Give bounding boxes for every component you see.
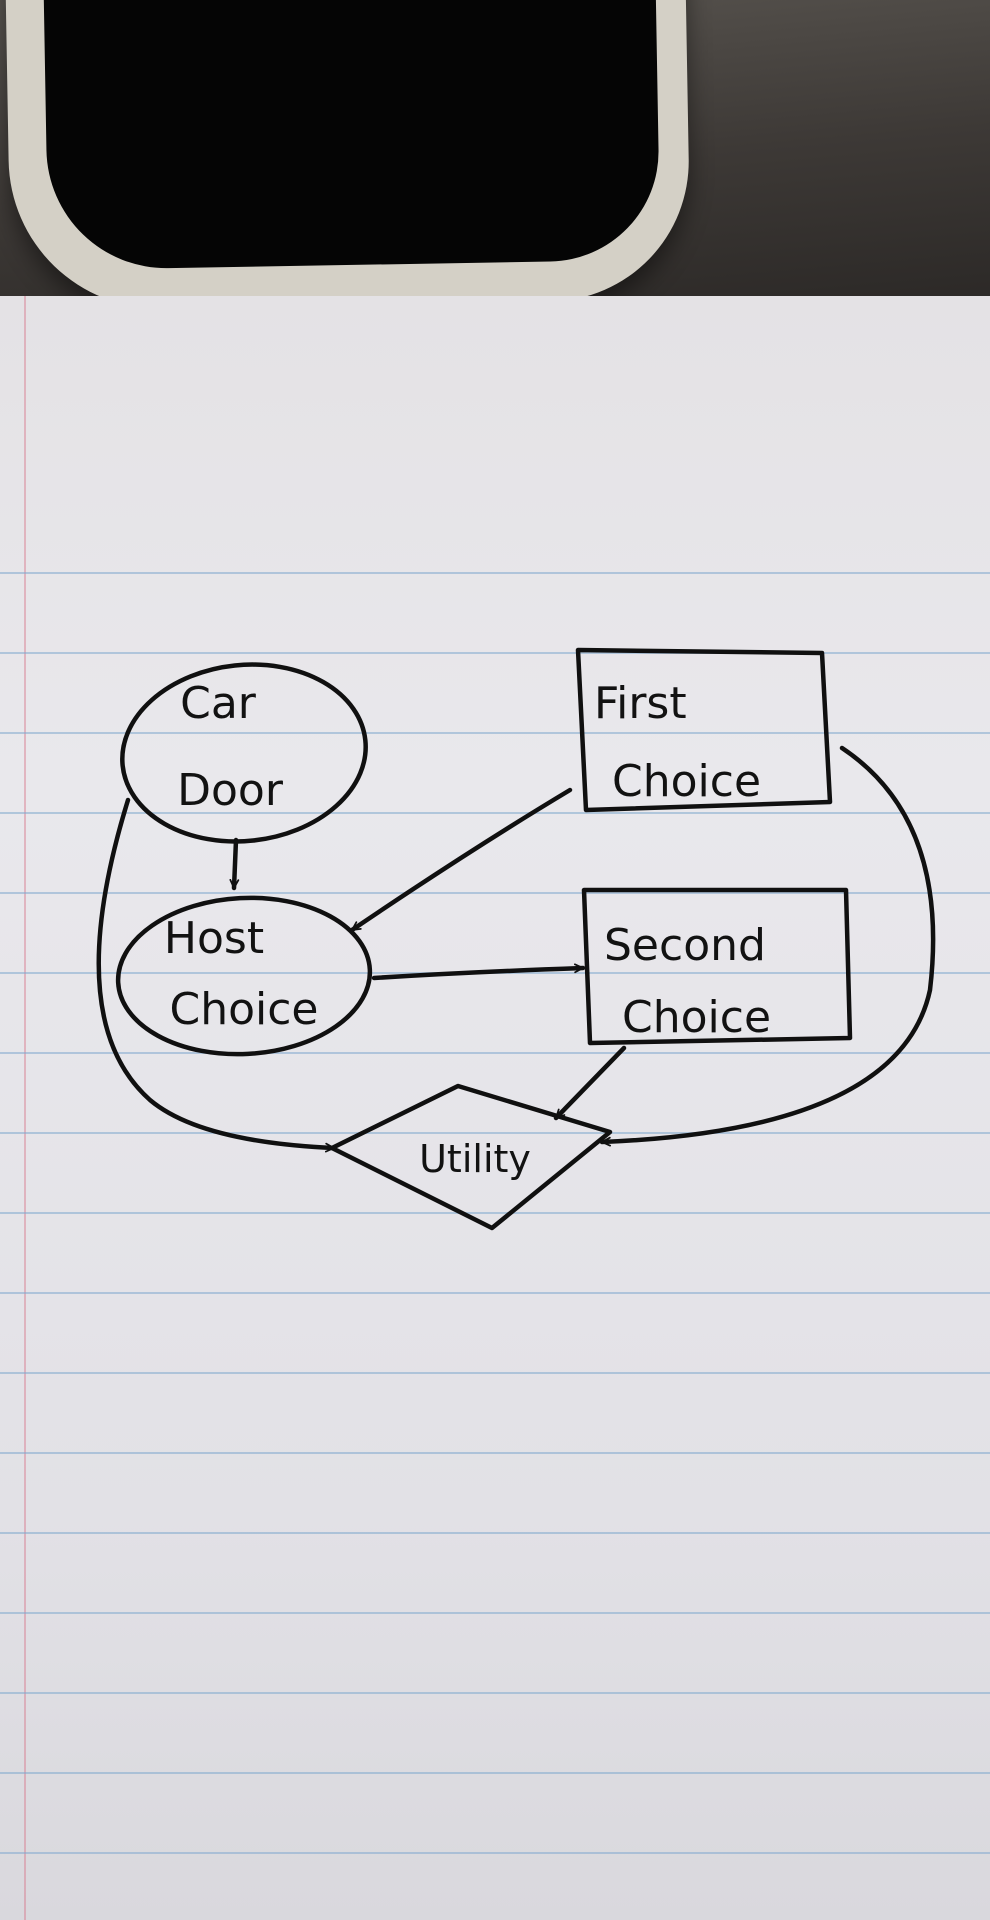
ruled-line xyxy=(0,1772,990,1774)
ruled-line xyxy=(0,1292,990,1294)
page-margin-line xyxy=(24,296,26,1920)
node-second-choice-label-line2: Choice xyxy=(622,992,771,1043)
node-host-choice: Host Choice xyxy=(115,895,373,1057)
notebook-page xyxy=(0,296,990,1920)
ruled-line xyxy=(0,1212,990,1214)
ruled-line xyxy=(0,1452,990,1454)
ruled-line xyxy=(0,1612,990,1614)
ruled-line xyxy=(0,652,990,654)
node-host-choice-label-line1: Host xyxy=(164,913,264,964)
node-utility-label: Utility xyxy=(419,1137,531,1181)
ruled-line xyxy=(0,732,990,734)
edge-first-choice-to-utility xyxy=(599,745,936,1147)
ruled-line xyxy=(0,1132,990,1134)
node-host-choice-label-line2: Choice xyxy=(169,984,318,1035)
edge-host-choice-to-second-choice xyxy=(371,963,586,981)
ruled-line xyxy=(0,572,990,574)
ruled-line xyxy=(0,1852,990,1854)
ruled-line xyxy=(0,1052,990,1054)
node-car-door-label-line2: Door xyxy=(177,765,284,816)
edge-car-door-to-utility xyxy=(96,797,337,1153)
node-car-door: Car Door xyxy=(120,662,368,844)
node-car-door-label-line1: Car xyxy=(180,678,257,729)
ruled-line xyxy=(0,1372,990,1374)
ruled-line xyxy=(0,892,990,894)
ruled-line xyxy=(0,1532,990,1534)
node-second-choice-label-line1: Second xyxy=(604,920,766,971)
edge-second-choice-to-utility xyxy=(553,1045,627,1121)
node-first-choice: First Choice xyxy=(575,647,833,813)
node-second-choice: Second Choice xyxy=(581,887,853,1046)
ruled-line xyxy=(0,812,990,814)
node-first-choice-label-line1: First xyxy=(594,678,687,729)
ruled-line xyxy=(0,1692,990,1694)
edge-first-choice-to-host-choice xyxy=(349,787,573,933)
node-first-choice-label-line2: Choice xyxy=(612,756,761,807)
edge-car-door-to-host-choice xyxy=(229,837,240,891)
